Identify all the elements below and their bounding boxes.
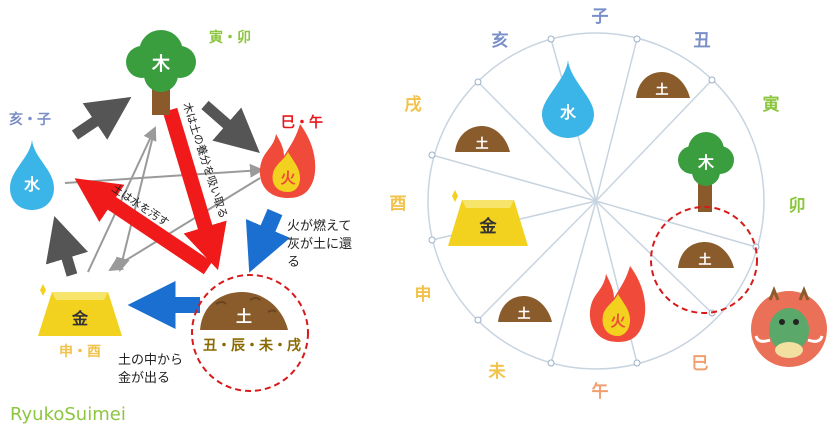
wood-overcomes-earth-arrow — [162, 107, 227, 271]
zodiac-wheel: 子 丑 寅 卯 巳 午 未 申 酉 戌 亥 水 土 土 土 土 — [390, 7, 827, 402]
water-label: 水 — [24, 175, 41, 194]
earth-label: 土 — [236, 307, 252, 326]
wheel-earth-highlight-circle — [650, 206, 758, 314]
branch-label-wei: 未 — [488, 361, 506, 382]
wheel-fire-label: 火 — [610, 312, 626, 330]
fire-label: 火 — [280, 169, 296, 187]
wheel-earth-wei-icon: 土 — [498, 296, 552, 322]
wood-to-metal-arrow — [116, 127, 156, 272]
earth-overcomes-water-arrow — [74, 178, 213, 275]
branch-label-mao: 卯 — [789, 196, 806, 216]
wheel-water-icon: 水 — [542, 60, 594, 138]
branch-label-wu: 午 — [592, 381, 609, 402]
wheel-earth-chou-label: 土 — [655, 82, 668, 98]
wheel-fire-icon: 火 — [589, 266, 646, 342]
wheel-nodes — [428, 35, 760, 367]
wheel-earth-xu-label: 土 — [475, 136, 488, 152]
branch-label-chou: 丑 — [694, 31, 711, 51]
metal-to-water-arrow — [45, 216, 89, 277]
earth-highlight-circle — [191, 274, 309, 392]
branch-label-xu: 戌 — [405, 94, 422, 115]
wheel-earth-chen-icon: 土 — [678, 242, 734, 268]
wheel-sparkle-icon — [452, 190, 458, 202]
red-arrows — [74, 107, 227, 275]
metal-label: 金 — [71, 309, 89, 328]
fire-branches-label: 巳・午 — [281, 114, 323, 131]
watermark: RyukoSuimei — [10, 404, 126, 425]
five-elements-cycle: 木 火 水 金 土 寅・卯 巳・午 亥・子 申・ — [9, 29, 352, 425]
wheel-metal-label: 金 — [479, 216, 498, 237]
branch-label-si: 巳 — [692, 354, 709, 374]
fire-earth-note-line2: 灰が土に還 — [287, 237, 352, 252]
branch-label-shen: 申 — [415, 284, 432, 305]
fire-earth-note-line3: る — [287, 255, 300, 270]
sparkle-icon — [40, 284, 46, 296]
branch-label-you: 酉 — [390, 194, 407, 214]
wood-tree-icon: 木 — [126, 30, 196, 115]
fire-earth-note-line1: 火が燃えて — [287, 218, 351, 234]
wheel-earth-chou-icon: 土 — [636, 72, 690, 98]
wheel-earth-xu-icon: 土 — [455, 126, 510, 152]
wheel-earth-chen-label: 土 — [698, 252, 711, 268]
wheel-water-label: 水 — [560, 103, 577, 122]
water-drop-icon: 水 — [10, 140, 54, 210]
wheel-earth-wei-label: 土 — [517, 306, 530, 322]
water-branches-label: 亥・子 — [9, 111, 51, 128]
wood-to-fire-arrow — [201, 100, 260, 154]
metal-gold-bar-icon: 金 — [38, 284, 122, 336]
fire-icon: 火 — [259, 124, 316, 198]
dragon-avatar-icon — [751, 285, 827, 367]
branch-label-hai: 亥 — [492, 30, 509, 51]
generating-arrows — [45, 96, 260, 277]
earth-mound-icon: 土 — [200, 292, 288, 330]
earth-branches-label: 丑・辰・未・戌 — [203, 337, 301, 354]
wheel-wood-icon: 木 — [678, 132, 734, 212]
blue-arrows — [127, 208, 291, 329]
branch-label-zi: 子 — [592, 7, 609, 27]
water-to-fire-arrow — [64, 163, 264, 184]
earth-metal-note-line2: 金が出る — [118, 370, 170, 386]
wood-label: 木 — [151, 53, 171, 75]
metal-branches-label: 申・酉 — [59, 343, 101, 360]
wheel-metal-icon: 金 — [448, 190, 528, 246]
branch-label-yin: 寅 — [763, 94, 780, 115]
earth-metal-note-line1: 土の中から — [118, 353, 183, 368]
wheel-wood-label: 木 — [697, 153, 715, 172]
fire-to-earth-arrow — [245, 208, 291, 273]
water-to-wood-arrow — [71, 96, 132, 140]
wood-branches-label: 寅・卯 — [209, 29, 251, 46]
